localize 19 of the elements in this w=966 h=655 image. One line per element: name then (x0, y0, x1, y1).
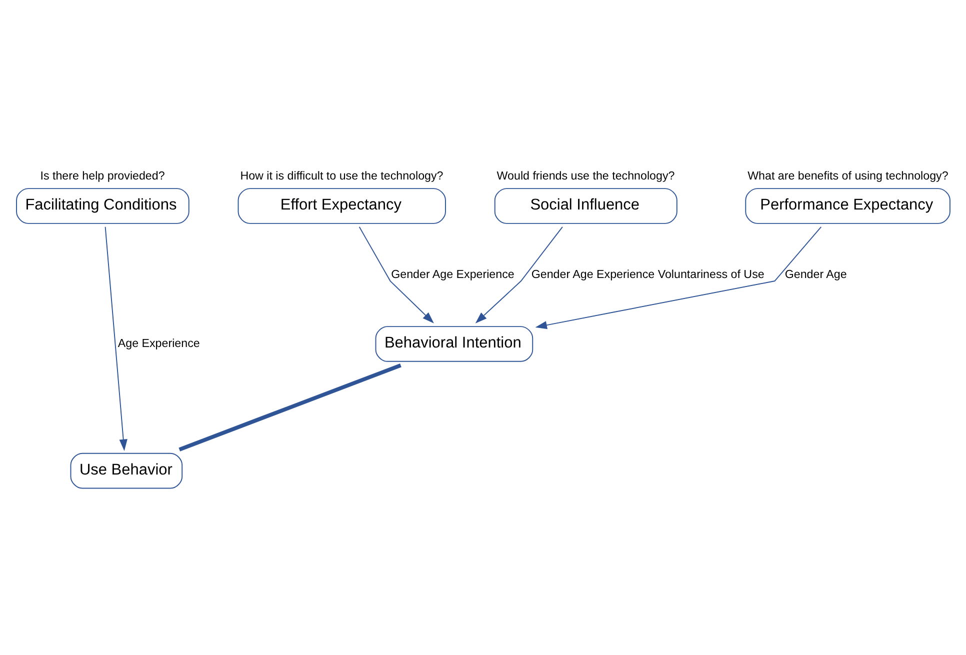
edge-label: Age Experience (118, 336, 200, 350)
arrow (104, 226, 128, 450)
arrow (475, 226, 563, 323)
edge-label: Gender Age Experience (391, 267, 514, 280)
node-label: Would friends use the technology? (496, 168, 675, 182)
edge-label: Gender Age (784, 267, 847, 280)
node-label: What are benefits of using technology? (748, 168, 948, 182)
node-box: Social Influence (494, 188, 678, 224)
node-box: Facilitating Conditions (16, 188, 190, 224)
node-label: Is there help provieded? (40, 168, 165, 182)
node-label: How it is difficult to use the technology? (240, 168, 444, 182)
node-box: Performance Expectancy (745, 188, 950, 224)
arrow (535, 226, 822, 329)
arrow (358, 226, 434, 323)
node-box: Use Behavior (70, 452, 183, 488)
edge-label: Gender Age Experience Voluntariness of Use (531, 267, 764, 280)
node-box: Behavioral Intention (375, 326, 534, 362)
connector (178, 362, 402, 451)
node-box: Effort Expectancy (238, 188, 446, 224)
